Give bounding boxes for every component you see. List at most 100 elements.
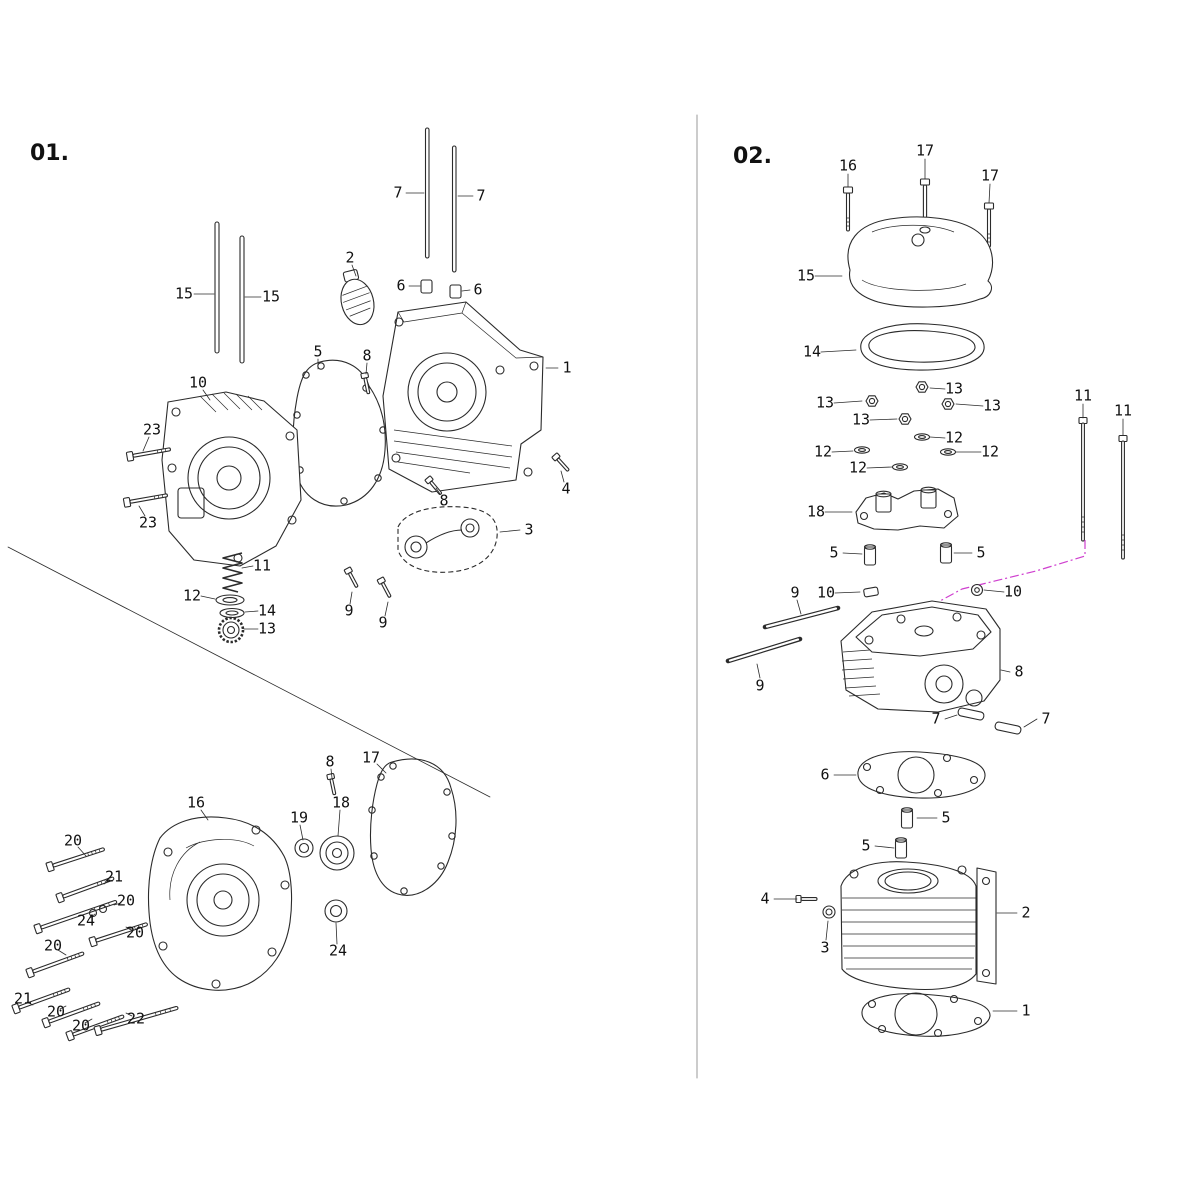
part-callout-6: 6 — [820, 766, 829, 784]
part-callout-15: 15 — [262, 288, 280, 306]
callout-leader-line — [866, 466, 893, 469]
part-10-crankcase-left — [161, 391, 302, 567]
part-callout-17: 17 — [981, 167, 999, 185]
callout-leader-line — [833, 400, 863, 404]
part-24-seal — [324, 899, 348, 923]
callout-leader-line — [125, 926, 132, 931]
callout-leader-line — [200, 809, 209, 821]
callout-leader-line — [337, 809, 341, 837]
part-callout-7: 7 — [931, 710, 940, 728]
part-01-crankcase-right — [382, 301, 544, 493]
part-14-washer — [219, 607, 245, 619]
callout-leader-line — [834, 591, 861, 594]
part-callout-10: 10 — [189, 374, 207, 392]
callout-leader-line — [138, 505, 146, 517]
callout-leader-line — [57, 949, 67, 956]
part-callout-20: 20 — [47, 1003, 65, 1021]
part-callout-15: 15 — [175, 285, 193, 303]
callout-leader-line — [929, 387, 946, 390]
part-03-breather — [397, 506, 498, 573]
callout-leader-line — [299, 824, 304, 841]
part-callout-9: 9 — [344, 602, 353, 620]
part-callout-18: 18 — [807, 503, 825, 521]
part-callout-10: 10 — [1004, 583, 1022, 601]
part-callout-11: 11 — [1114, 402, 1132, 420]
callout-leader-line — [384, 601, 389, 617]
part-callout-20: 20 — [72, 1017, 90, 1035]
part-04-bolt — [795, 894, 818, 904]
callout-leader-line — [113, 902, 122, 906]
panel-02-title: 02. — [733, 144, 772, 169]
part-callout-6: 6 — [396, 277, 405, 295]
part-callout-22: 22 — [127, 1010, 145, 1028]
part-callout-16: 16 — [187, 794, 205, 812]
part-15-valve-cover — [847, 216, 994, 308]
part-12-washers — [853, 433, 957, 471]
part-callout-24: 24 — [329, 942, 347, 960]
panel-01-drawing — [7, 127, 572, 1042]
callout-leader-line — [825, 920, 829, 941]
part-15-rods — [214, 221, 245, 364]
part-04-screw — [551, 452, 572, 474]
part-callout-3: 3 — [524, 521, 533, 539]
callout-leader-line — [84, 1018, 93, 1024]
part-callout-5: 5 — [941, 809, 950, 827]
part-05-gasket — [292, 359, 387, 507]
part-callout-21: 21 — [14, 990, 32, 1008]
part-callout-7: 7 — [476, 187, 485, 205]
callout-leader-line — [869, 418, 898, 421]
part-callout-18: 18 — [332, 794, 350, 812]
part-02-cap — [340, 269, 375, 326]
callout-leader-line — [1000, 669, 1011, 673]
callout-leader-line — [831, 450, 854, 453]
part-callout-15: 15 — [797, 267, 815, 285]
part-07-rods — [424, 127, 457, 273]
part-callout-9: 9 — [790, 584, 799, 602]
part-callout-19: 19 — [290, 809, 308, 827]
callout-leader-line — [955, 403, 984, 407]
part-callout-10: 10 — [817, 584, 835, 602]
part-05-dowels-lower — [894, 807, 914, 859]
part-callout-12: 12 — [945, 429, 963, 447]
part-callout-4: 4 — [561, 480, 570, 498]
part-11-studs — [1078, 416, 1128, 560]
panel-02-drawing — [725, 178, 1128, 1038]
part-24-washers — [88, 904, 108, 918]
part-callout-8: 8 — [1014, 663, 1023, 681]
part-callout-6: 6 — [473, 281, 482, 299]
part-18-bearing — [319, 835, 355, 871]
part-09-pushrods — [725, 605, 841, 664]
part-03-washer — [822, 905, 836, 919]
callout-leader-line — [202, 389, 211, 401]
part-callout-7: 7 — [1041, 710, 1050, 728]
part-callout-3: 3 — [820, 939, 829, 957]
part-11-spring — [222, 552, 243, 593]
part-19-seal — [294, 838, 314, 858]
part-callout-16: 16 — [839, 157, 857, 175]
part-callout-8: 8 — [439, 492, 448, 510]
part-callout-13: 13 — [816, 394, 834, 412]
callout-leader-line — [200, 595, 216, 600]
part-callout-21: 21 — [105, 868, 123, 886]
part-callout-13: 13 — [258, 620, 276, 638]
part-callout-13: 13 — [983, 397, 1001, 415]
part-14-gasket — [860, 323, 985, 371]
callout-leader-line — [89, 913, 96, 919]
part-13-gear — [217, 616, 245, 644]
callout-leader-line — [842, 552, 863, 555]
part-01-base-gasket — [861, 992, 991, 1038]
callout-leader-line — [142, 436, 150, 452]
callout-leader-line — [820, 349, 857, 353]
callout-leader-line — [499, 529, 521, 533]
part-callout-4: 4 — [760, 890, 769, 908]
part-06-dowels — [420, 279, 462, 299]
callout-leader-line — [77, 846, 87, 857]
part-callout-11: 11 — [1074, 387, 1092, 405]
callout-leader-line — [944, 714, 958, 720]
part-callout-20: 20 — [126, 924, 144, 942]
construction-line — [7, 546, 491, 798]
part-17-gasket — [368, 758, 457, 896]
callout-leader-line — [365, 362, 368, 375]
